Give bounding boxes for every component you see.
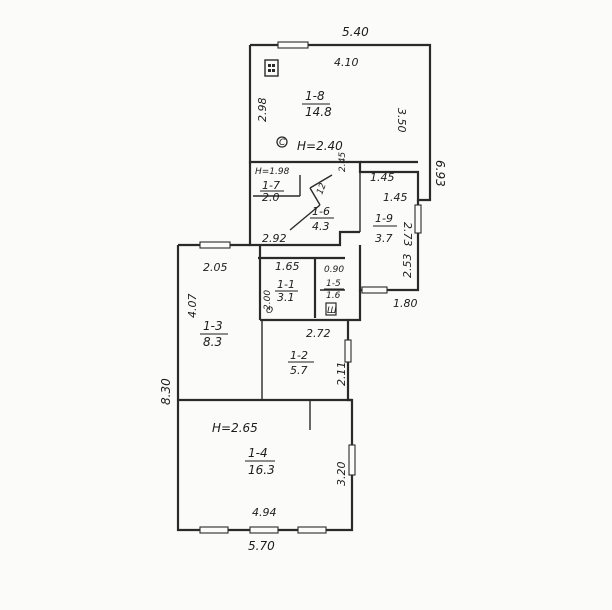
room-area: 3.1: [277, 291, 295, 304]
room-area: 2.0: [262, 191, 280, 204]
dim-2-11: 2.11: [335, 362, 348, 387]
dim-top-width: 5.40: [342, 25, 369, 39]
room-1-4: 1-4 16.3: [245, 446, 275, 477]
room-1-3: 1-3 8.3: [200, 319, 228, 349]
toilet-mark: Ш: [327, 306, 337, 316]
dim-3-20: 3.20: [335, 462, 348, 487]
toilet-icon: [325, 302, 337, 316]
dim-2-00: 2.00: [263, 290, 273, 310]
room-1-6: 1-6 4.3: [310, 205, 334, 233]
room-area: 4.3: [312, 220, 330, 233]
dim-2-05: 2.05: [203, 261, 228, 274]
dim-12: 12: [315, 182, 328, 196]
dim-3-50: 3.50: [395, 108, 408, 133]
dim-bottom-width: 5.70: [248, 539, 275, 553]
room-id: 1-3: [203, 319, 223, 333]
height-mark-stair: H=1.98: [255, 167, 290, 177]
room-id: 1-5: [326, 279, 341, 289]
boiler-icon: [276, 136, 288, 148]
stove-icon: [264, 59, 279, 77]
room-area: 14.8: [305, 105, 332, 119]
room-id: 1-6: [312, 205, 330, 218]
dim-1-45-top: 1.45: [370, 171, 395, 184]
dim-right-height: 6.93: [433, 160, 447, 187]
room-area: 16.3: [248, 463, 275, 477]
dim-2-92: 2.92: [262, 232, 287, 245]
room-1-1: 1-1 3.1: [275, 278, 298, 304]
room-id: 1-1: [277, 278, 295, 291]
room-area: 8.3: [203, 335, 222, 349]
room-area: 5.7: [290, 364, 308, 377]
height-mark-upper: H=2.40: [297, 139, 343, 153]
dim-1-80: 1.80: [393, 297, 418, 310]
room-area: 3.7: [375, 232, 393, 245]
dim-left-height: 8.30: [159, 378, 173, 405]
dim-1-45-mid: 1.45: [383, 191, 408, 204]
room-id: 1-7: [262, 179, 280, 192]
dim-4-94: 4.94: [252, 506, 277, 519]
upper-block-walls: [248, 43, 432, 292]
room-1-9: 1-9 3.7: [373, 212, 397, 245]
room-1-5: 1-5 1.6: [324, 279, 344, 301]
room-1-2: 1-2 5.7: [288, 349, 314, 377]
dim-2-45: 2.45: [338, 152, 348, 172]
room-id: 1-9: [375, 212, 393, 225]
dim-1-65: 1.65: [275, 260, 300, 273]
room-area: 1.6: [326, 291, 341, 301]
dim-4-07: 4.07: [186, 294, 199, 319]
room-id: 1-2: [290, 349, 308, 362]
dim-2-53: 2.53: [401, 254, 414, 279]
windows: [199, 41, 422, 534]
dim-0-90: 0.90: [324, 265, 344, 275]
room-id: 1-4: [248, 446, 268, 460]
mark-upper: C: [279, 138, 286, 148]
dim-2-98: 2.98: [256, 98, 269, 123]
room-1-8: 1-8 14.8: [302, 89, 332, 119]
mark-lower: O: [266, 306, 273, 316]
room-id: 1-8: [305, 89, 325, 103]
dim-2-73: 2.73: [401, 222, 414, 247]
room-1-7: 1-7 2.0: [260, 179, 284, 204]
height-mark-lower: H=2.65: [212, 421, 258, 435]
dim-4-10: 4.10: [334, 56, 359, 69]
dim-2-72: 2.72: [306, 327, 331, 340]
